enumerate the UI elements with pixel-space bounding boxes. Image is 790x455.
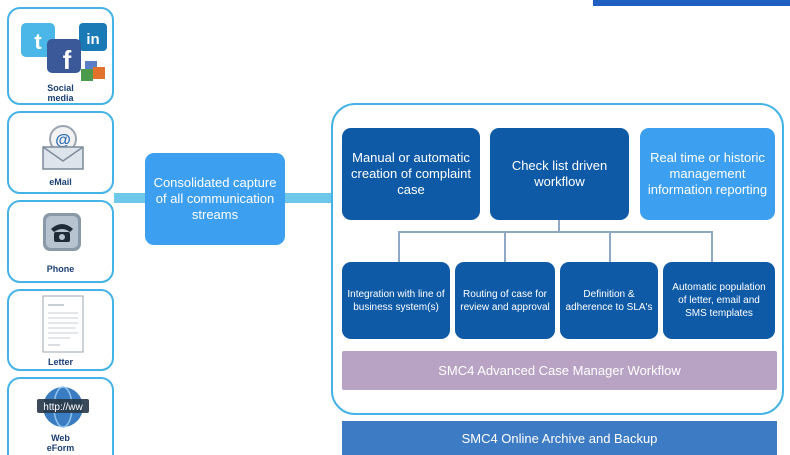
channel-letter: Letter: [7, 289, 114, 371]
channel-label-social-media: Social media: [47, 83, 74, 103]
box-integration: Integration with line of business system…: [342, 262, 450, 339]
linkedin-glyph: in: [86, 31, 99, 48]
tree-line-drop-2: [504, 231, 506, 262]
tree-line-drop-4: [711, 231, 713, 262]
box-routing: Routing of case for review and approval: [455, 262, 555, 339]
tree-line-stem: [558, 220, 560, 232]
top-accent-bar: [593, 0, 790, 6]
box-mi-reporting: Real time or historic management informa…: [640, 128, 775, 220]
email-icon: @: [39, 121, 87, 173]
channel-label-letter: Letter: [47, 357, 73, 367]
workflow-bar: SMC4 Advanced Case Manager Workflow: [342, 351, 777, 390]
channel-label-phone: Phone: [46, 264, 75, 274]
box-checklist-workflow: Check list driven workflow: [490, 128, 629, 220]
tree-line-drop-1: [398, 231, 400, 262]
facebook-glyph: f: [63, 45, 72, 75]
twitter-glyph: t: [34, 29, 42, 54]
phone-icon: [42, 212, 82, 252]
channel-web-eform: http://ww Web eForm: [7, 377, 114, 455]
svg-text:@: @: [55, 132, 71, 149]
tree-line-drop-3: [609, 231, 611, 262]
box-template-population: Automatic population of letter, email an…: [663, 262, 775, 339]
consolidated-capture-box: Consolidated capture of all communicatio…: [145, 153, 285, 245]
channel-social-media: t in f Social media: [7, 7, 114, 105]
archive-bar: SMC4 Online Archive and Backup: [342, 421, 777, 455]
connector-left: [114, 193, 145, 203]
connector-right: [285, 193, 331, 203]
web-icon: http://ww: [35, 385, 91, 429]
channel-label-email: eMail: [49, 177, 72, 187]
channel-label-web-eform: Web eForm: [46, 433, 75, 453]
channel-phone: Phone: [7, 200, 114, 283]
social-media-icon: t in f: [17, 15, 107, 83]
box-sla-definition: Definition & adherence to SLA's: [560, 262, 658, 339]
channel-email: @ eMail: [7, 111, 114, 194]
letter-icon: [42, 295, 84, 353]
tree-line-horizontal: [398, 231, 712, 233]
box-manual-creation: Manual or automatic creation of complain…: [342, 128, 480, 220]
web-icon-text: http://ww: [43, 402, 83, 413]
